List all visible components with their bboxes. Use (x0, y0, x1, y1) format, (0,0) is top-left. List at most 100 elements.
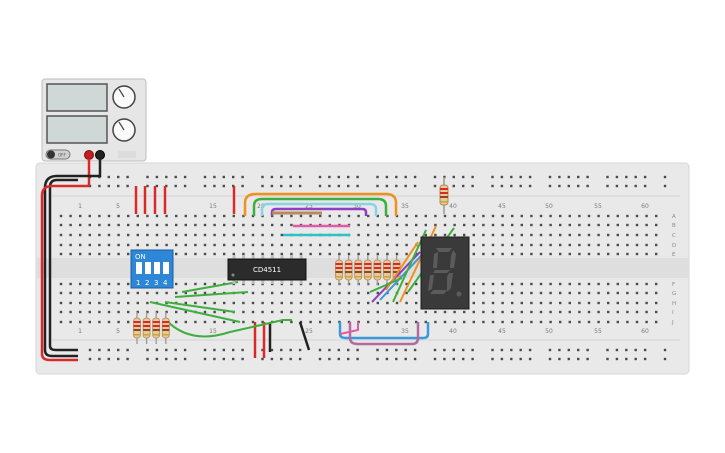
hole[interactable] (88, 282, 91, 286)
hole[interactable] (79, 301, 82, 305)
hole[interactable] (501, 252, 504, 256)
rail-hole[interactable] (328, 357, 331, 361)
hole[interactable] (367, 214, 370, 218)
hole[interactable] (79, 320, 82, 324)
hole[interactable] (203, 233, 207, 237)
hole[interactable] (127, 301, 130, 305)
hole[interactable] (549, 252, 552, 256)
hole[interactable] (194, 282, 197, 286)
rail-hole[interactable] (586, 175, 589, 179)
rail-hole[interactable] (519, 357, 522, 361)
hole[interactable] (559, 252, 562, 256)
hole[interactable] (587, 233, 591, 237)
rail-hole[interactable] (433, 357, 437, 361)
hole[interactable] (587, 214, 591, 218)
rail-hole[interactable] (270, 348, 274, 352)
hole[interactable] (357, 223, 360, 227)
hole[interactable] (405, 233, 408, 237)
hole[interactable] (434, 310, 437, 314)
hole[interactable] (635, 310, 639, 314)
power-supply[interactable]: OFF (41, 78, 147, 162)
rail-hole[interactable] (462, 348, 465, 352)
hole[interactable] (530, 310, 533, 314)
hole[interactable] (376, 310, 379, 314)
hole[interactable] (347, 252, 351, 256)
hole[interactable] (213, 282, 216, 286)
hole[interactable] (155, 291, 159, 295)
hole[interactable] (645, 214, 648, 218)
hole[interactable] (568, 214, 571, 218)
rail-hole[interactable] (270, 175, 274, 179)
hole[interactable] (146, 301, 149, 305)
hole[interactable] (271, 233, 274, 237)
rail-hole[interactable] (88, 348, 92, 352)
hole[interactable] (79, 252, 82, 256)
hole[interactable] (587, 291, 591, 295)
hole[interactable] (59, 310, 63, 314)
hole[interactable] (491, 252, 495, 256)
hole[interactable] (213, 233, 216, 237)
hole[interactable] (155, 310, 159, 314)
hole[interactable] (367, 223, 370, 227)
hole[interactable] (578, 233, 581, 237)
rail-hole[interactable] (337, 184, 340, 188)
hole[interactable] (59, 301, 63, 305)
hole[interactable] (146, 310, 149, 314)
hole[interactable] (482, 320, 485, 324)
hole[interactable] (184, 223, 187, 227)
hole[interactable] (223, 252, 226, 256)
rail-hole[interactable] (337, 348, 340, 352)
rail-hole[interactable] (510, 357, 513, 361)
hole[interactable] (511, 252, 514, 256)
resistor[interactable] (373, 255, 382, 285)
hole[interactable] (107, 214, 111, 218)
rail-hole[interactable] (404, 184, 407, 188)
rail-hole[interactable] (413, 184, 417, 188)
hole[interactable] (607, 223, 610, 227)
resistor[interactable] (354, 255, 363, 285)
hole[interactable] (511, 291, 514, 295)
rail-hole[interactable] (146, 357, 149, 361)
hole[interactable] (395, 233, 399, 237)
hole[interactable] (645, 252, 648, 256)
dip-switch[interactable]: ON 1 2 3 4 (130, 249, 174, 289)
hole[interactable] (463, 233, 466, 237)
hole[interactable] (357, 243, 360, 247)
hole[interactable] (107, 243, 111, 247)
rail-hole[interactable] (462, 175, 465, 179)
rail-hole[interactable] (155, 184, 159, 188)
hole[interactable] (328, 301, 331, 305)
hole[interactable] (194, 252, 197, 256)
hole[interactable] (127, 291, 130, 295)
rail-hole[interactable] (241, 184, 244, 188)
rail-hole[interactable] (318, 348, 322, 352)
hole[interactable] (395, 320, 399, 324)
rail-hole[interactable] (433, 348, 437, 352)
hole[interactable] (655, 301, 658, 305)
hole[interactable] (453, 223, 456, 227)
hole[interactable] (59, 223, 63, 227)
hole[interactable] (309, 320, 312, 324)
hole[interactable] (213, 310, 216, 314)
hole[interactable] (501, 310, 504, 314)
hole[interactable] (501, 243, 504, 247)
hole[interactable] (184, 214, 187, 218)
hole[interactable] (587, 320, 591, 324)
hole[interactable] (491, 310, 495, 314)
hole[interactable] (607, 252, 610, 256)
hole[interactable] (328, 214, 331, 218)
hole[interactable] (347, 310, 351, 314)
hole[interactable] (568, 252, 571, 256)
rail-hole[interactable] (347, 175, 350, 179)
wire-black-rail[interactable] (48, 178, 78, 352)
rail-hole[interactable] (88, 357, 92, 361)
rail-hole[interactable] (567, 348, 570, 352)
rail-hole[interactable] (663, 184, 667, 188)
rail-hole[interactable] (126, 357, 129, 361)
hole[interactable] (88, 291, 91, 295)
rail-hole[interactable] (213, 357, 216, 361)
hole[interactable] (549, 291, 552, 295)
rail-hole[interactable] (318, 184, 322, 188)
hole[interactable] (347, 301, 351, 305)
